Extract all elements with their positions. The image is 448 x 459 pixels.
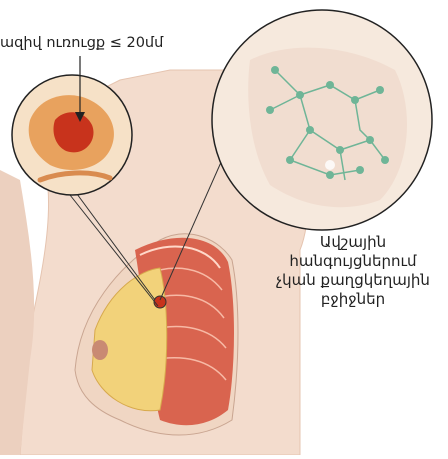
lymph-node-label-line-2: հանգույցներում xyxy=(258,252,448,271)
lymph-node-label-line-1: Ավշային xyxy=(258,233,448,252)
lymph-node-label: Ավշային հանգույցներում չկան քաղցկեղային … xyxy=(258,233,448,309)
lymph-node-magnified-circle xyxy=(212,10,432,230)
lymph-node-label-line-4: բջիջներ xyxy=(258,290,448,309)
tumor-magnified-circle xyxy=(12,75,132,195)
tumor-spot xyxy=(154,296,166,308)
nipple xyxy=(92,340,108,360)
lymph-node-label-line-3: չկան քաղցկեղային xyxy=(258,271,448,290)
tumor-size-label: ազիվ ուռուցք ≤ 20մմ xyxy=(0,34,163,53)
